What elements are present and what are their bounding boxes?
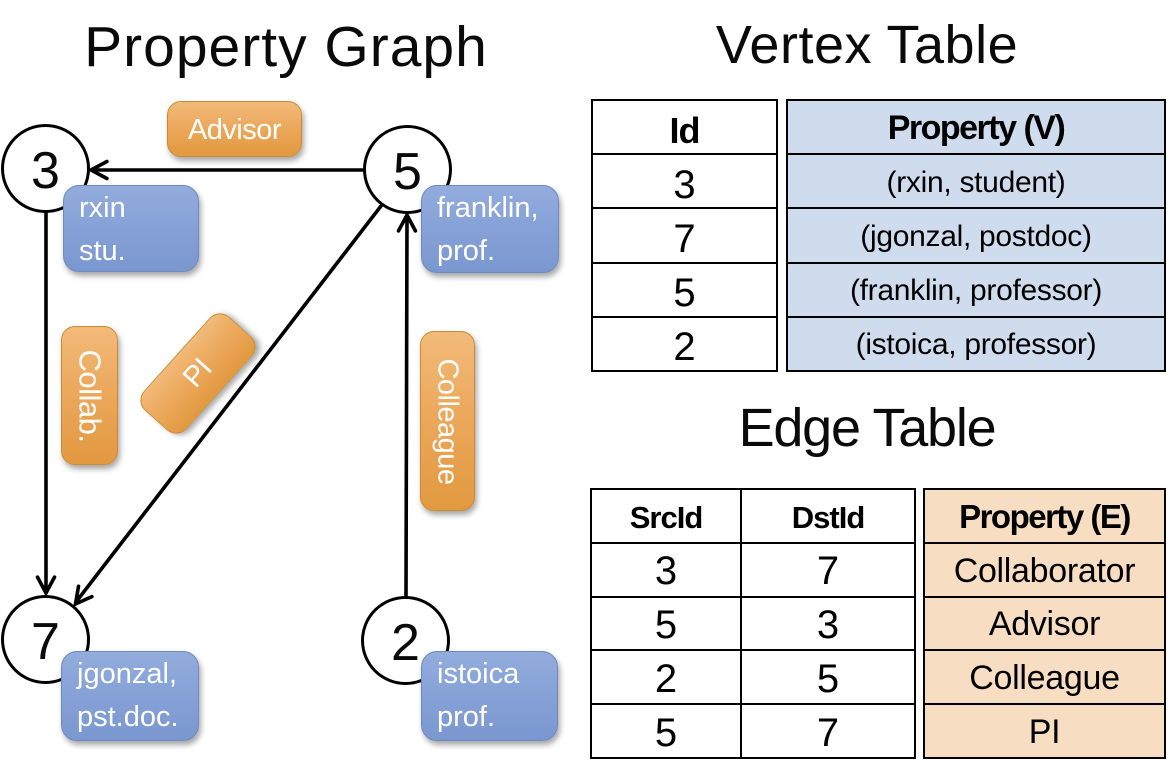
vertex-table-id-column: Id 3 7 5 2 — [591, 99, 778, 372]
edge-table-dstid-cell: 7 — [740, 543, 914, 596]
edge-table-dstid-cell: 5 — [740, 651, 914, 704]
vertex-property-line: pst.doc. — [77, 701, 179, 733]
edge-table-title: Edge Table — [738, 398, 997, 458]
edge-table-property-cell: Collaborator — [925, 544, 1164, 598]
edge-table-dstid-cell: 7 — [740, 705, 914, 757]
edge-table-dstid-cell: 3 — [740, 597, 914, 650]
vertex-property-pill-istoica: istoica prof. — [421, 651, 558, 741]
vertex-property-line: franklin, — [437, 192, 539, 224]
vertex-table-property-cell: (rxin, student) — [788, 155, 1164, 210]
vertex-property-line: rxin — [79, 192, 126, 224]
vertex-table-property-cell: (franklin, professor) — [788, 264, 1164, 318]
vertex-table-id-cell: 3 — [593, 155, 776, 210]
arrowhead-5-3 — [87, 159, 109, 181]
edge-label-pill-collab: Collab. — [61, 326, 118, 465]
property-graph-title: Property Graph — [84, 15, 488, 79]
edge-label-text: PI — [176, 352, 219, 394]
vertex-table-id-cell: 5 — [593, 264, 776, 318]
vertex-table-property-column: Property (V) (rxin, student) (jgonzal, p… — [786, 99, 1166, 372]
edge-table-srcid-cell: 3 — [654, 549, 678, 594]
vertex-property-line: jgonzal, — [77, 658, 177, 690]
edge-table-id-columns: SrcId DstId 3 7 5 3 2 5 5 7 — [590, 488, 916, 759]
arrowhead-3-7 — [35, 575, 57, 597]
vertex-table-property-header: Property (V) — [788, 101, 1164, 156]
node-id-label: 7 — [31, 612, 60, 671]
edge-label-pill-colleague: Colleague — [420, 331, 475, 511]
edge-table-srcid-header: SrcId — [629, 499, 704, 535]
edge-label-text: Collab. — [72, 349, 108, 442]
edge-table-dstid-header: DstId — [740, 490, 914, 542]
edge-table-property-cell: Advisor — [925, 598, 1164, 652]
node-id-label: 2 — [391, 613, 420, 672]
vertex-table-property-cell: (istoica, professor) — [855, 328, 1097, 362]
graph-node-3: 3 — [1, 124, 90, 213]
arrowhead-5-7 — [73, 584, 94, 608]
vertex-property-line: istoica — [437, 658, 520, 690]
edge-table-property-header: Property (E) — [925, 490, 1164, 544]
vertex-property-pill-rxin: rxin stu. — [63, 185, 199, 272]
vertex-property-pill-franklin: franklin, prof. — [421, 185, 559, 273]
node-id-label: 5 — [393, 142, 422, 201]
vertex-property-line: prof. — [437, 235, 496, 267]
graph-node-2: 2 — [361, 596, 450, 685]
vertex-table-id-cell: 7 — [593, 209, 776, 264]
vertex-table-title: Vertex Table — [715, 15, 1019, 75]
edge-table-property-cell: PI — [1028, 713, 1061, 752]
edge-label-text: Advisor — [187, 114, 282, 146]
node-id-label: 3 — [31, 141, 60, 200]
edge-table-property-column: Property (E) Collaborator Advisor Collea… — [923, 488, 1166, 759]
arrowhead-2-5 — [396, 211, 418, 233]
edge-line-2-5 — [404, 214, 409, 598]
edge-line-5-7 — [74, 204, 383, 604]
vertex-table-id-cell: 2 — [673, 325, 696, 370]
vertex-property-pill-jgonzal: jgonzal, pst.doc. — [61, 651, 199, 741]
vertex-property-line: prof. — [437, 701, 496, 733]
edge-label-pill-advisor: Advisor — [167, 101, 302, 157]
edge-table-srcid-cell: 5 — [654, 710, 678, 755]
vertex-table-id-header: Id — [593, 101, 776, 156]
vertex-table-property-cell: (jgonzal, postdoc) — [788, 209, 1164, 264]
vertex-property-line: stu. — [79, 235, 126, 267]
edge-label-text: Colleague — [432, 357, 465, 485]
edge-table-srcid-cell: 5 — [654, 602, 678, 647]
edge-table-srcid-cell: 2 — [654, 656, 678, 701]
edge-table-property-cell: Colleague — [925, 651, 1164, 706]
